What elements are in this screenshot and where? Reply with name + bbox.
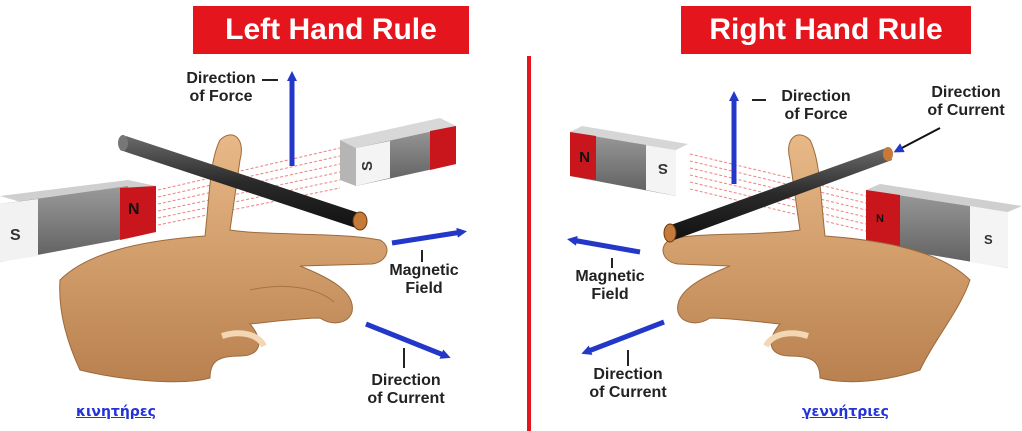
right-current-top-line1: Direction xyxy=(931,84,1001,101)
right-force-label-line1: Direction xyxy=(781,88,851,105)
right-current-top-line2: of Current xyxy=(927,102,1005,119)
right-current-arrow-icon xyxy=(581,319,665,355)
left-hand-illustration xyxy=(59,134,388,383)
left-magnet-south-letter: S xyxy=(10,227,21,244)
left-force-label: Direction of Force xyxy=(176,70,266,106)
left-field-label-line1: Magnetic xyxy=(389,262,459,279)
left-force-label-line2: of Force xyxy=(189,88,253,105)
left-far-magnet-south-letter: S xyxy=(359,161,376,171)
left-current-label-line1: Direction xyxy=(371,372,441,389)
right-field-arrow-icon xyxy=(567,235,641,255)
left-force-label-line1: Direction xyxy=(186,70,256,87)
left-conductor-rod xyxy=(118,135,368,231)
left-field-lines xyxy=(157,147,341,226)
right-field-label: Magnetic Field xyxy=(562,268,658,304)
right-current-label-top: Direction of Current xyxy=(914,84,1018,120)
left-field-label-line2: Field xyxy=(405,280,443,297)
panel-divider xyxy=(527,56,531,431)
right-current-bottom-line1: Direction xyxy=(593,366,663,383)
right-hand-rule-title: Right Hand Rule xyxy=(681,6,971,54)
generators-link[interactable]: γεννήτριες xyxy=(802,404,889,420)
left-magnet-far xyxy=(340,118,456,186)
right-far-magnet-north-letter: N xyxy=(579,148,590,165)
left-field-label: Magnetic Field xyxy=(376,262,472,298)
right-near-magnet-south-letter: S xyxy=(984,232,993,247)
right-magnet-far xyxy=(570,126,688,196)
left-current-arrow-icon xyxy=(365,321,451,359)
right-force-label-line2: of Force xyxy=(784,106,848,123)
right-conductor-rod xyxy=(663,147,893,243)
right-field-label-line1: Magnetic xyxy=(575,268,645,285)
right-force-label: Direction of Force xyxy=(766,88,866,124)
left-current-label-line2: of Current xyxy=(367,390,445,407)
right-near-magnet-north-letter: N xyxy=(876,213,884,225)
left-current-label: Direction of Current xyxy=(356,372,456,408)
right-hand-illustration xyxy=(662,134,971,383)
right-current-bottom-line2: of Current xyxy=(589,384,667,401)
left-magnet-near xyxy=(0,180,156,262)
right-field-label-line2: Field xyxy=(591,286,629,303)
right-current-pointer-icon xyxy=(893,127,941,153)
left-field-arrow-icon xyxy=(391,227,467,246)
right-current-label-bottom: Direction of Current xyxy=(576,366,680,402)
motors-link[interactable]: κινητήρες xyxy=(76,404,156,420)
left-magnet-north-letter: N xyxy=(128,201,140,218)
right-far-magnet-south-letter: S xyxy=(658,160,668,177)
left-hand-rule-title: Left Hand Rule xyxy=(193,6,469,54)
